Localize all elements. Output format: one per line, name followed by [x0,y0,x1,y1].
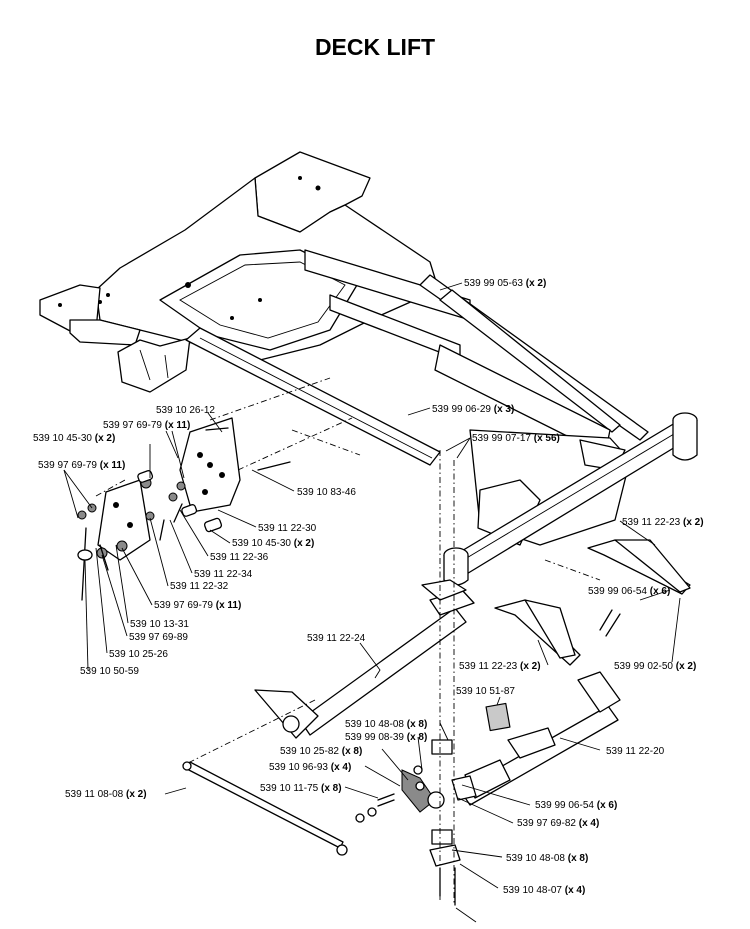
label-part: 539 97 69-79 (x 11) [38,460,125,471]
label-part: 539 11 22-34 [194,569,253,580]
label-part: 539 10 51-87 [456,686,515,697]
label-part: 539 99 06-29 (x 3) [432,404,514,415]
label-part: 539 99 06-54 (x 6) [588,586,670,597]
label-part: 539 97 69-82 (x 4) [517,818,599,829]
label-part: 539 97 69-89 [129,632,188,643]
label-part: 539 11 22-32 [170,581,229,592]
label-part: 539 11 22-23 (x 2) [622,517,704,528]
label-part: 539 10 45-30 (x 2) [33,433,115,444]
label-part: 539 10 45-30 (x 2) [232,538,314,549]
label-part: 539 10 48-08 (x 8) [506,853,588,864]
label-part: 539 10 13-31 [130,619,189,630]
assembly-dash-lines [95,377,601,905]
label-part: 539 10 48-08 (x 8) [345,719,427,730]
label-part: 539 10 11-75 (x 8) [260,783,342,794]
label-part: 539 99 07-17 (x 56) [472,433,560,444]
label-part: 539 99 02-50 (x 2) [614,661,696,672]
label-part: 539 10 83-46 [297,487,356,498]
left-bracket-assembly [77,417,291,601]
label-part: 539 97 69-79 (x 11) [103,420,190,431]
label-part: 539 11 22-20 [606,746,665,757]
label-part: 539 11 22-24 [307,633,366,644]
a-arm-22-23 [494,539,691,666]
linkage-rod [182,761,348,856]
label-part: 539 10 96-93 (x 4) [269,762,351,773]
label-part: 539 10 48-07 (x 4) [503,885,585,896]
label-part: 539 10 25-82 (x 8) [280,746,362,757]
label-part: 539 11 22-23 (x 2) [459,661,541,672]
label-part: 539 11 22-36 [210,552,269,563]
label-part: 539 10 25-26 [109,649,168,660]
label-part: 539 10 50-59 [80,666,139,677]
label-part: 539 97 69-79 (x 11) [154,600,241,611]
page-title: DECK LIFT [314,34,436,60]
label-part: 539 11 22-30 [258,523,317,534]
lift-shaft-22-24 [254,579,475,739]
label-part: 539 99 08-39 (x 8) [345,732,427,743]
label-part: 539 99 06-54 (x 6) [535,800,617,811]
label-part: 539 10 26-12 [156,405,215,416]
label-part: 539 99 05-63 (x 2) [464,278,546,289]
part-labels: 539 99 05-63 (x 2) 539 99 06-29 (x 3) 53… [33,278,704,896]
label-leaders [63,282,681,923]
lift-shaft-22-20 [459,671,621,806]
label-part: 539 11 08-08 (x 2) [65,789,147,800]
